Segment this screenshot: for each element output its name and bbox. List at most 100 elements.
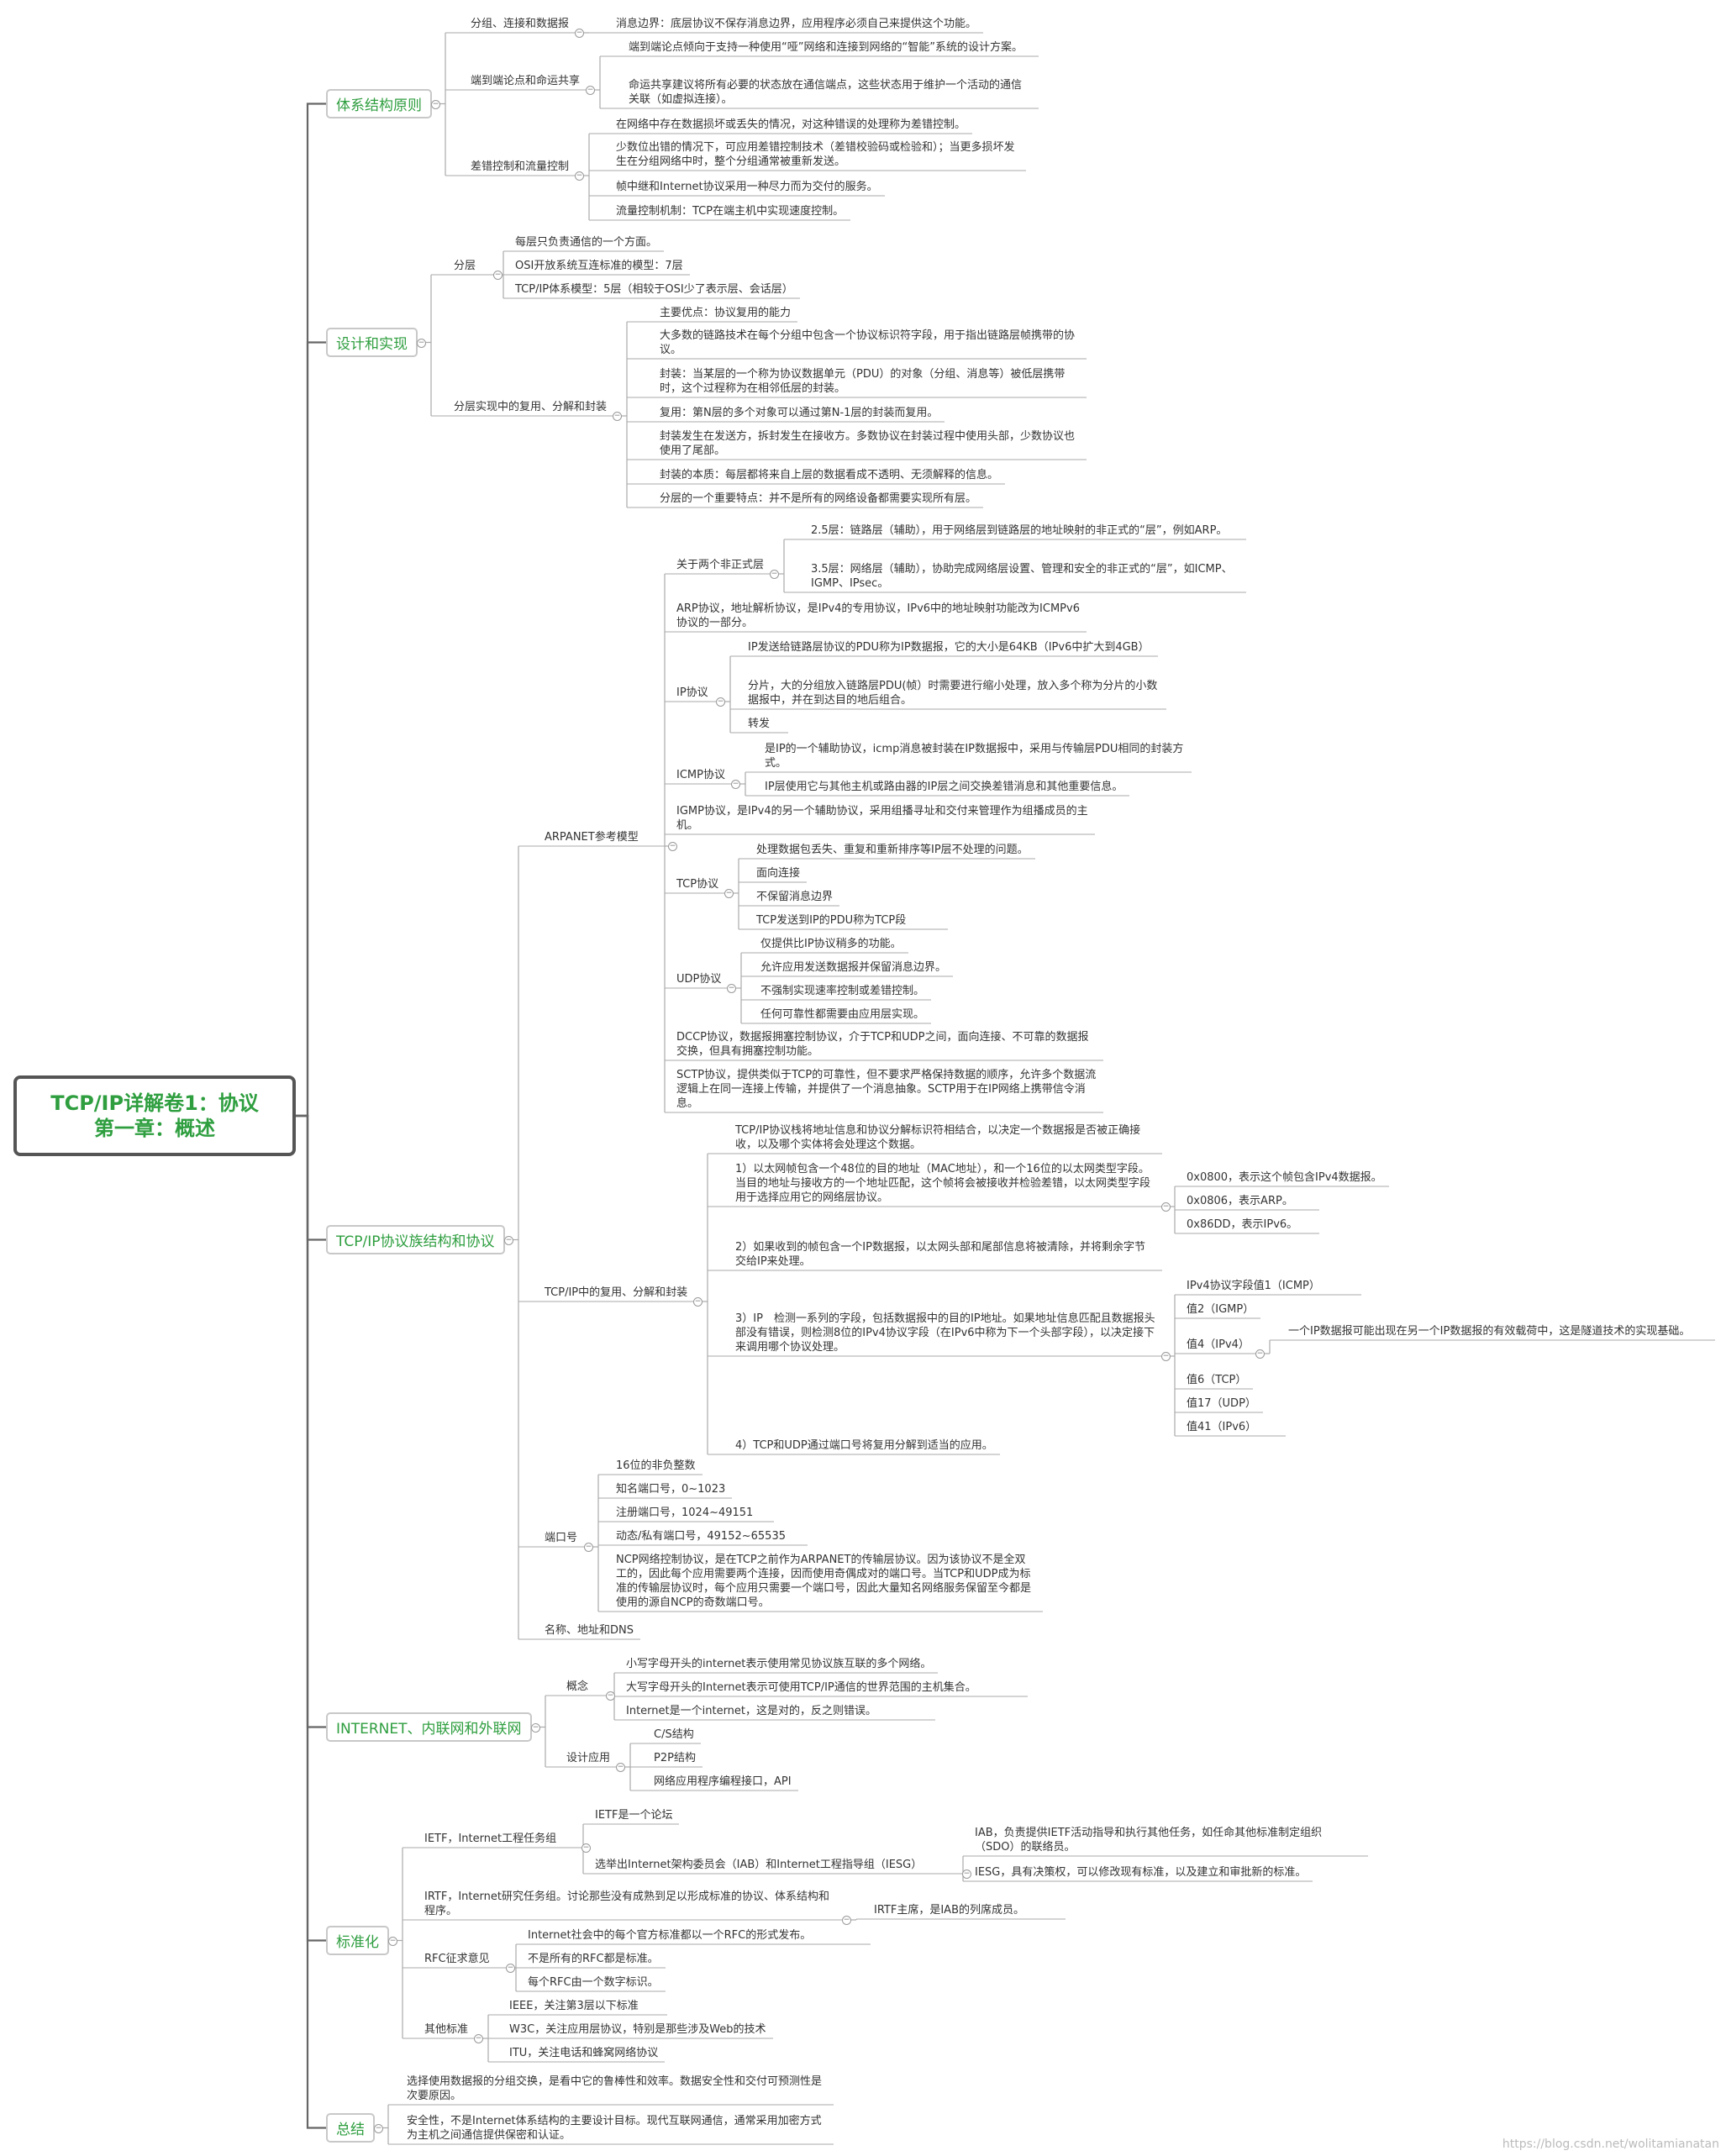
topic-node[interactable]: TCP协议 — [676, 878, 719, 891]
topic-node[interactable]: SCTP协议，提供类似于TCP的可靠性，但不要求严格保持数据的顺序，允许多个数据… — [676, 1069, 1097, 1110]
topic-node[interactable]: 任何可靠性都需要由应用层实现。 — [760, 1008, 925, 1021]
branch-topic-5[interactable]: 标准化 — [326, 1926, 389, 1955]
root-topic[interactable]: TCP/IP详解卷1：协议 第一章：概述 — [13, 1075, 296, 1156]
topic-node[interactable]: 主要优点：协议复用的能力 — [660, 307, 792, 319]
topic-node[interactable]: 大多数的链路技术在每个分组中包含一个协议标识符字段，用于指出链路层帧携带的协议。 — [660, 329, 1076, 356]
collapse-toggle-icon[interactable]: − — [575, 171, 584, 181]
topic-node[interactable]: IAB，负责提供IETF活动指导和执行其他任务，如任命其他标准制定组织（SDO）… — [975, 1827, 1323, 1854]
topic-node[interactable]: 0x0800，表示这个帧包含IPv4数据报。 — [1187, 1171, 1382, 1184]
topic-node[interactable]: 消息边界：底层协议不保存消息边界，应用程序必须自己来提供这个功能。 — [616, 18, 977, 30]
topic-node[interactable]: 面向连接 — [756, 867, 801, 880]
topic-node[interactable]: OSI开放系统互连标准的模型：7层 — [515, 260, 683, 272]
collapse-toggle-icon[interactable]: − — [506, 1964, 515, 1973]
collapse-toggle-icon[interactable]: − — [374, 2123, 383, 2133]
topic-node[interactable]: 设计应用 — [566, 1752, 611, 1764]
topic-node[interactable]: DCCP协议，数据报拥塞控制协议，介于TCP和UDP之间，面向连接、不可靠的数据… — [676, 1031, 1089, 1058]
topic-node[interactable]: W3C，关注应用层协议，特别是那些涉及Web的技术 — [509, 2023, 766, 2036]
topic-node[interactable]: TCP/IP协议栈将地址信息和协议分解标识符相结合，以决定一个数据报是否被正确接… — [735, 1124, 1141, 1151]
topic-node[interactable]: 2）如果收到的帧包含一个IP数据报，以太网头部和尾部信息将被清除，并将剩余字节交… — [735, 1241, 1145, 1268]
topic-node[interactable]: 概念 — [566, 1680, 589, 1693]
topic-node[interactable]: 3）IP 检测一系列的字段，包括数据报中的目的IP地址。如果地址信息匹配且数据报… — [735, 1312, 1155, 1354]
branch-topic-2[interactable]: 设计和实现 — [326, 328, 418, 357]
collapse-toggle-icon[interactable]: − — [693, 1297, 703, 1307]
collapse-toggle-icon[interactable]: − — [417, 338, 426, 348]
topic-node[interactable]: 端口号 — [545, 1532, 578, 1544]
topic-node[interactable]: Internet社会中的每个官方标准都以一个RFC的形式发布。 — [528, 1929, 812, 1942]
topic-node[interactable]: 选择使用数据报的分组交换，是看中它的鲁棒性和效率。数据安全性和交付可预测性是次要… — [407, 2075, 823, 2102]
topic-node[interactable]: UDP协议 — [676, 973, 722, 986]
collapse-toggle-icon[interactable]: − — [493, 271, 503, 280]
topic-node[interactable]: IGMP协议，是IPv4的另一个辅助协议，采用组播寻址和交付来管理作为组播成员的… — [676, 805, 1088, 832]
collapse-toggle-icon[interactable]: − — [431, 99, 440, 109]
topic-node[interactable]: 端到端论点倾向于支持一种使用“哑”网络和连接到网络的“智能”系统的设计方案。 — [629, 41, 1023, 54]
branch-topic-6[interactable]: 总结 — [326, 2113, 375, 2143]
topic-node[interactable]: 16位的非负整数 — [616, 1459, 696, 1472]
collapse-toggle-icon[interactable]: − — [842, 1916, 851, 1925]
topic-node[interactable]: ARP协议，地址解析协议，是IPv4的专用协议，IPv6中的地址映射功能改为IC… — [676, 602, 1080, 629]
topic-node[interactable]: 封装的本质：每层都将来自上层的数据看成不透明、无须解释的信息。 — [660, 469, 999, 481]
topic-node[interactable]: IETF是一个论坛 — [595, 1809, 673, 1822]
topic-node[interactable]: 选举出Internet架构委员会（IAB）和Internet工程指导组（IESG… — [595, 1859, 923, 1871]
topic-node[interactable]: 是IP的一个辅助协议，icmp消息被封装在IP数据报中，采用与传输层PDU相同的… — [765, 743, 1184, 770]
collapse-toggle-icon[interactable]: − — [1255, 1349, 1265, 1359]
topic-node[interactable]: 网络应用程序编程接口，API — [654, 1775, 792, 1788]
topic-node[interactable]: TCP发送到IP的PDU称为TCP段 — [756, 914, 907, 927]
topic-node[interactable]: IEEE，关注第3层以下标准 — [509, 2000, 639, 2012]
topic-node[interactable]: TCP/IP体系模型：5层（相较于OSI少了表示层、会话层） — [515, 283, 793, 296]
collapse-toggle-icon[interactable]: − — [584, 1543, 593, 1552]
topic-node[interactable]: 0x0806，表示ARP。 — [1187, 1195, 1293, 1207]
topic-node[interactable]: 仅提供比IP协议稍多的功能。 — [760, 938, 902, 950]
collapse-toggle-icon[interactable]: − — [962, 1869, 971, 1879]
topic-node[interactable]: 封装：当某层的一个称为协议数据单元（PDU）的对象（分组、消息等）被低层携带时，… — [660, 368, 1066, 395]
topic-node[interactable]: 值4（IPv4） — [1187, 1338, 1250, 1351]
topic-node[interactable]: 在网络中存在数据损坏或丢失的情况，对这种错误的处理称为差错控制。 — [616, 118, 966, 131]
topic-node[interactable]: 值6（TCP） — [1187, 1374, 1247, 1386]
topic-node[interactable]: 1）以太网帧包含一个48位的目的地址（MAC地址），和一个16位的以太网类型字段… — [735, 1163, 1151, 1204]
topic-node[interactable]: Internet是一个internet，这是对的，反之则错误。 — [626, 1705, 877, 1717]
topic-node[interactable]: 动态/私有端口号，49152~65535 — [616, 1530, 786, 1543]
topic-node[interactable]: 不是所有的RFC都是标准。 — [528, 1953, 659, 1965]
topic-node[interactable]: 值17（UDP） — [1187, 1397, 1256, 1410]
topic-node[interactable]: IPv4协议字段值1（ICMP） — [1187, 1280, 1320, 1292]
topic-node[interactable]: 分层的一个重要特点：并不是所有的网络设备都需要实现所有层。 — [660, 492, 977, 505]
collapse-toggle-icon[interactable]: − — [474, 2034, 483, 2043]
topic-node[interactable]: 每个RFC由一个数字标识。 — [528, 1976, 659, 1989]
collapse-toggle-icon[interactable]: − — [606, 1691, 615, 1701]
topic-node[interactable]: 不保留消息边界 — [756, 891, 834, 903]
topic-node[interactable]: NCP网络控制协议，是在TCP之前作为ARPANET的传输层协议。因为该协议不是… — [616, 1554, 1032, 1609]
topic-node[interactable]: 命运共享建议将所有必要的状态放在通信端点，这些状态用于维护一个活动的通信关联（如… — [629, 79, 1023, 106]
topic-node[interactable]: IP发送给链路层协议的PDU称为IP数据报，它的大小是64KB（IPv6中扩大到… — [748, 641, 1150, 654]
topic-node[interactable]: 允许应用发送数据报并保留消息边界。 — [760, 961, 947, 974]
topic-node[interactable]: IETF，Internet工程任务组 — [424, 1833, 557, 1845]
topic-node[interactable]: 处理数据包丢失、重复和重新排序等IP层不处理的问题。 — [756, 844, 1029, 856]
branch-topic-4[interactable]: INTERNET、内联网和外联网 — [326, 1712, 532, 1742]
topic-node[interactable]: ICMP协议 — [676, 769, 725, 781]
topic-node[interactable]: 小写字母开头的internet表示使用常见协议族互联的多个网络。 — [626, 1658, 932, 1670]
topic-node[interactable]: 知名端口号，0~1023 — [616, 1483, 726, 1496]
collapse-toggle-icon[interactable]: − — [1161, 1352, 1171, 1361]
topic-node[interactable]: ARPANET参考模型 — [545, 831, 639, 844]
topic-node[interactable]: IP层使用它与其他主机或路由器的IP层之间交换差错消息和其他重要信息。 — [765, 781, 1123, 793]
collapse-toggle-icon[interactable]: − — [531, 1722, 540, 1733]
topic-node[interactable]: 大写字母开头的Internet表示可使用TCP/IP通信的世界范围的主机集合。 — [626, 1681, 976, 1694]
branch-topic-3[interactable]: TCP/IP协议族结构和协议 — [326, 1225, 505, 1254]
topic-node[interactable]: P2P结构 — [654, 1752, 696, 1764]
topic-node[interactable]: 一个IP数据报可能出现在另一个IP数据报的有效载荷中，这是隧道技术的实现基础。 — [1288, 1325, 1691, 1338]
topic-node[interactable]: 注册端口号，1024~49151 — [616, 1507, 754, 1519]
topic-node[interactable]: 每层只负责通信的一个方面。 — [515, 236, 658, 249]
topic-node[interactable]: 值2（IGMP） — [1187, 1303, 1255, 1316]
topic-node[interactable]: C/S结构 — [654, 1728, 694, 1741]
collapse-toggle-icon[interactable]: − — [716, 697, 725, 707]
topic-node[interactable]: 分片，大的分组放入链路层PDU(帧）时需要进行缩小处理，放入多个称为分片的小数据… — [748, 680, 1158, 707]
topic-node[interactable]: TCP/IP中的复用、分解和封装 — [545, 1286, 688, 1299]
topic-node[interactable]: 2.5层：链路层（辅助），用于网络层到链路层的地址映射的非正式的“层”，例如AR… — [811, 524, 1228, 537]
topic-node[interactable]: 帧中继和Internet协议采用一种尽力而为交付的服务。 — [616, 181, 878, 193]
topic-node[interactable]: 封装发生在发送方，拆封发生在接收方。多数协议在封装过程中使用头部，少数协议也使用… — [660, 430, 1076, 457]
topic-node[interactable]: 少数位出错的情况下，可应用差错控制技术（差错校验码或检验和）；当更多损坏发生在分… — [616, 141, 1015, 168]
collapse-toggle-icon[interactable]: − — [1161, 1202, 1171, 1212]
collapse-toggle-icon[interactable]: − — [388, 1936, 397, 1946]
collapse-toggle-icon[interactable]: − — [616, 1763, 625, 1772]
topic-node[interactable]: 分层实现中的复用、分解和封装 — [454, 401, 608, 413]
topic-node[interactable]: 复用：第N层的多个对象可以通过第N-1层的封装而复用。 — [660, 407, 939, 419]
collapse-toggle-icon[interactable]: − — [586, 86, 595, 95]
